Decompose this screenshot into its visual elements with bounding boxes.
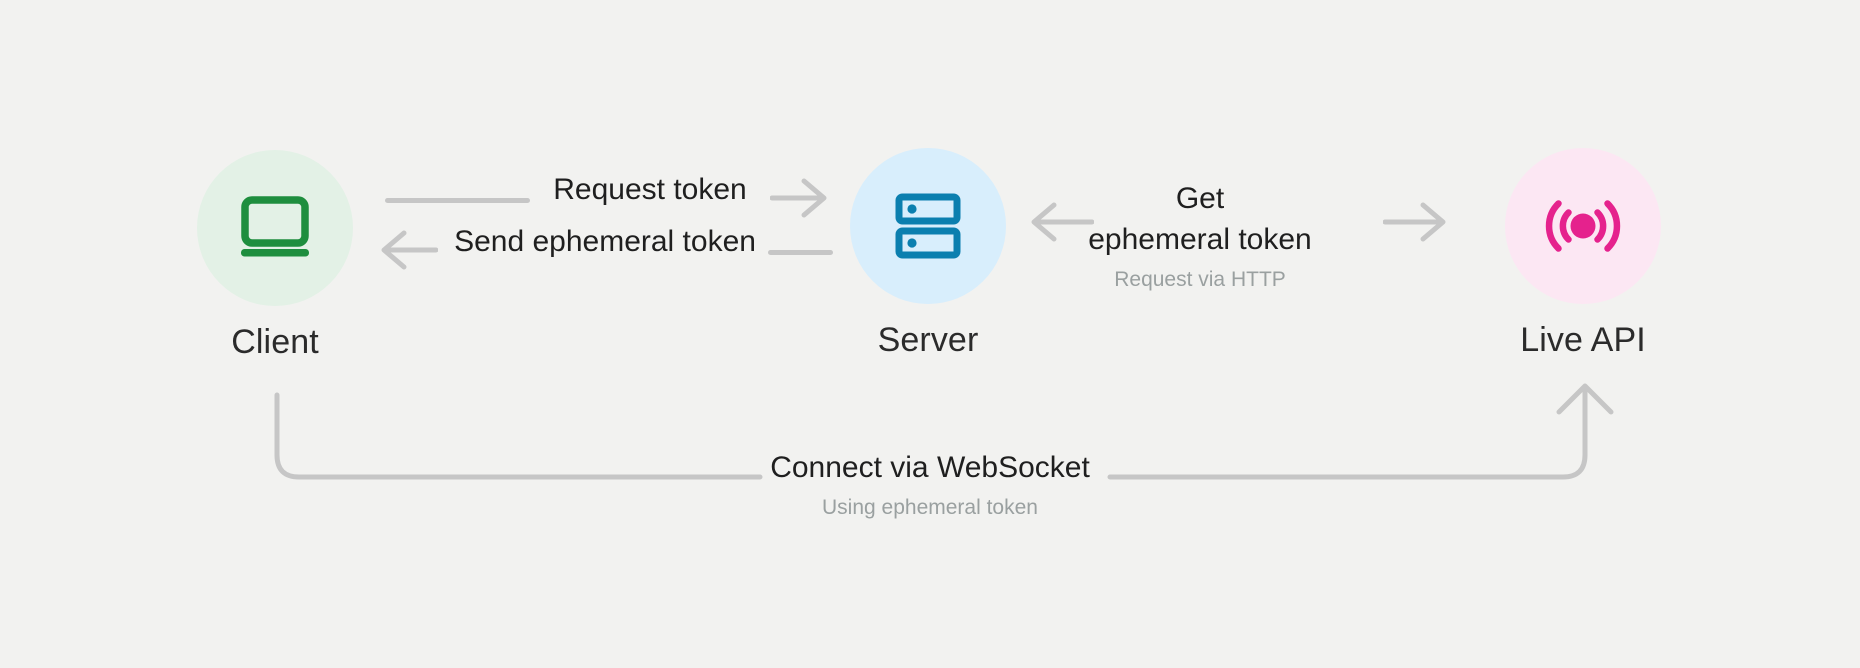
flow-get-ephemeral-token-line2: ephemeral token bbox=[1088, 223, 1312, 256]
laptop-icon bbox=[241, 196, 309, 257]
arrow-right-icon bbox=[770, 176, 830, 220]
broadcast-signal-icon bbox=[1545, 200, 1621, 252]
node-live-api-label: Live API bbox=[1520, 321, 1646, 359]
node-live-api[interactable]: Live API bbox=[1483, 148, 1683, 360]
live-api-icon-circle bbox=[1505, 148, 1661, 304]
arrow-right-icon bbox=[1383, 200, 1449, 244]
send-ephemeral-token-line bbox=[768, 250, 833, 255]
flow-websocket: Connect via WebSocket Using ephemeral to… bbox=[680, 448, 1180, 522]
flow-get-ephemeral-token-subtitle: Request via HTTP bbox=[1114, 268, 1286, 291]
arrow-left-icon bbox=[1028, 200, 1094, 244]
arrow-left-icon bbox=[378, 228, 438, 272]
flow-request-token-label: Request token bbox=[553, 173, 747, 206]
flow-websocket-subtitle: Using ephemeral token bbox=[822, 496, 1038, 519]
server-rack-icon bbox=[895, 193, 961, 259]
node-server-label: Server bbox=[877, 321, 979, 359]
request-token-line bbox=[385, 198, 530, 203]
flow-get-ephemeral-token: Get ephemeral token Request via HTTP bbox=[1040, 178, 1360, 294]
node-client[interactable]: Client bbox=[175, 150, 375, 362]
flow-send-ephemeral-token: Send ephemeral token bbox=[430, 222, 780, 262]
flow-get-ephemeral-token-line1: Get bbox=[1175, 182, 1225, 215]
flow-websocket-label: Connect via WebSocket bbox=[770, 451, 1090, 484]
client-icon-circle bbox=[197, 150, 353, 306]
flow-request-token: Request token bbox=[520, 170, 780, 210]
node-server[interactable]: Server bbox=[828, 148, 1028, 360]
flow-send-ephemeral-token-label: Send ephemeral token bbox=[454, 225, 756, 258]
server-icon-circle bbox=[850, 148, 1006, 304]
node-client-label: Client bbox=[231, 323, 319, 361]
